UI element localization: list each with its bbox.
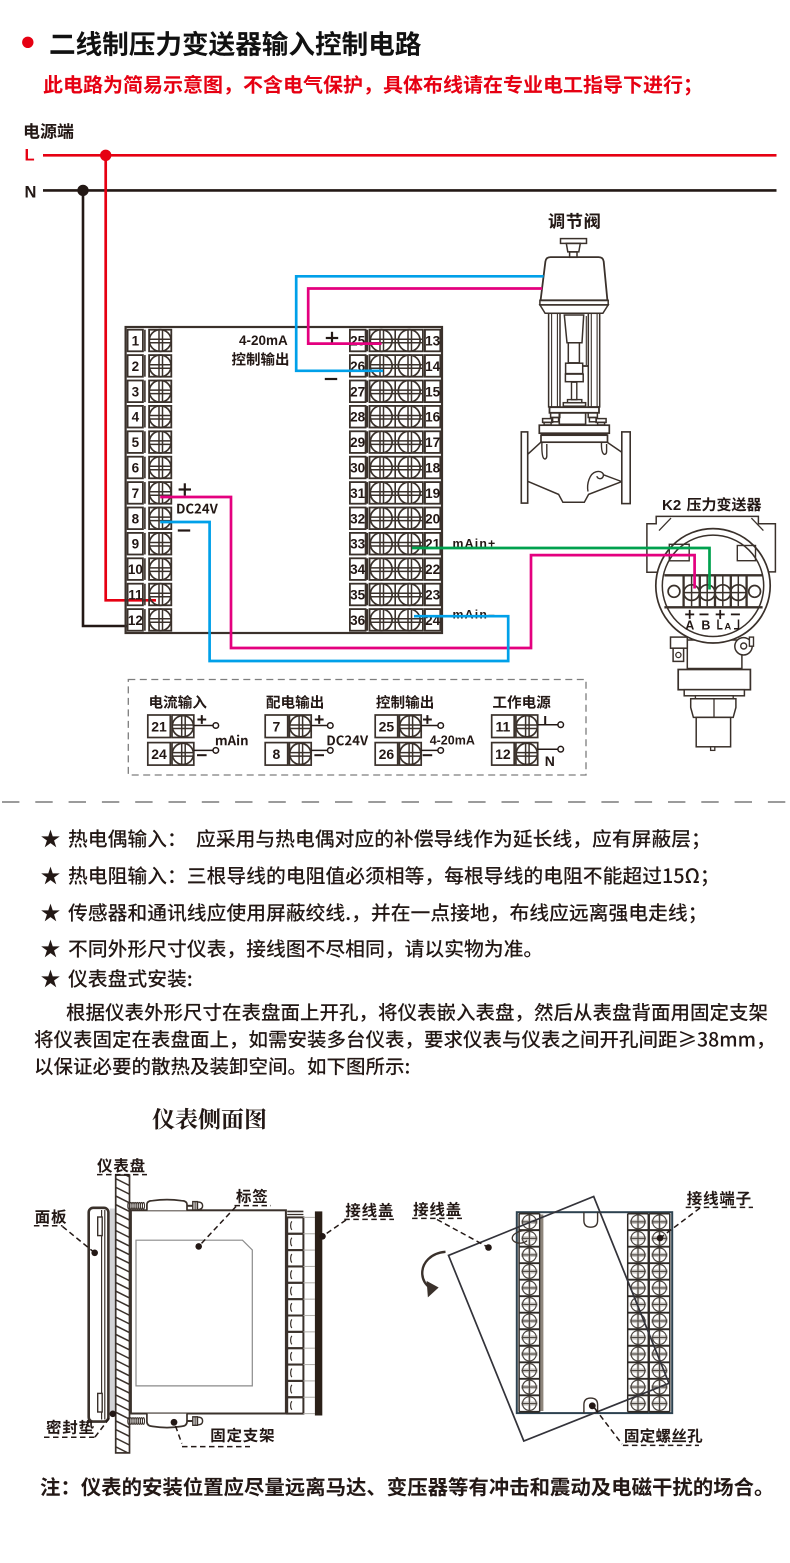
svg-text:N: N (545, 753, 555, 769)
svg-text:34: 34 (350, 562, 366, 577)
svg-text:28: 28 (350, 410, 366, 425)
svg-text:L: L (543, 712, 552, 728)
svg-text:13: 13 (425, 334, 441, 349)
svg-text:7: 7 (132, 486, 140, 501)
svg-text:36: 36 (350, 613, 366, 628)
svg-text:25: 25 (350, 334, 366, 349)
svg-text:20: 20 (425, 511, 440, 526)
svg-text:31: 31 (350, 486, 366, 501)
svg-text:5: 5 (132, 435, 140, 450)
svg-text:N: N (25, 184, 37, 202)
svg-text:A: A (724, 622, 731, 633)
svg-text:25: 25 (379, 719, 395, 735)
svg-text:4-20mA: 4-20mA (239, 333, 288, 348)
svg-text:7: 7 (273, 719, 281, 735)
svg-text:2: 2 (132, 359, 140, 374)
svg-text:12: 12 (495, 746, 511, 762)
svg-text:29: 29 (350, 435, 365, 450)
svg-text:3: 3 (132, 384, 140, 399)
svg-text:4: 4 (132, 410, 140, 425)
svg-text:K2: K2 (662, 497, 681, 514)
svg-text:12: 12 (128, 613, 143, 628)
svg-text:17: 17 (425, 435, 440, 450)
svg-text:21: 21 (151, 719, 167, 735)
svg-text:33: 33 (350, 537, 366, 552)
svg-text:10: 10 (128, 562, 143, 577)
svg-text:mAin–: mAin– (453, 608, 497, 622)
svg-text:8: 8 (132, 511, 140, 526)
svg-text:22: 22 (425, 562, 440, 577)
svg-text:21: 21 (425, 537, 441, 552)
svg-text:11: 11 (495, 719, 510, 735)
svg-text:1: 1 (132, 334, 140, 349)
svg-text:23: 23 (425, 588, 441, 603)
svg-text:15: 15 (425, 384, 441, 399)
svg-text:8: 8 (273, 746, 281, 762)
svg-text:L: L (25, 147, 35, 165)
svg-text:A: A (685, 619, 694, 633)
svg-text:18: 18 (425, 461, 441, 476)
svg-text:24: 24 (151, 746, 167, 762)
svg-text:9: 9 (132, 537, 140, 552)
svg-text:35: 35 (350, 588, 366, 603)
svg-text:19: 19 (425, 486, 440, 501)
svg-text:4-20mA: 4-20mA (430, 734, 475, 748)
svg-text:27: 27 (350, 384, 365, 399)
svg-text:B: B (701, 619, 710, 633)
svg-text:30: 30 (350, 461, 365, 476)
svg-text:11: 11 (128, 588, 143, 603)
svg-text:32: 32 (350, 511, 365, 526)
svg-text:16: 16 (425, 410, 441, 425)
svg-text:26: 26 (379, 746, 395, 762)
svg-text:6: 6 (132, 461, 140, 476)
svg-text:14: 14 (425, 359, 441, 374)
